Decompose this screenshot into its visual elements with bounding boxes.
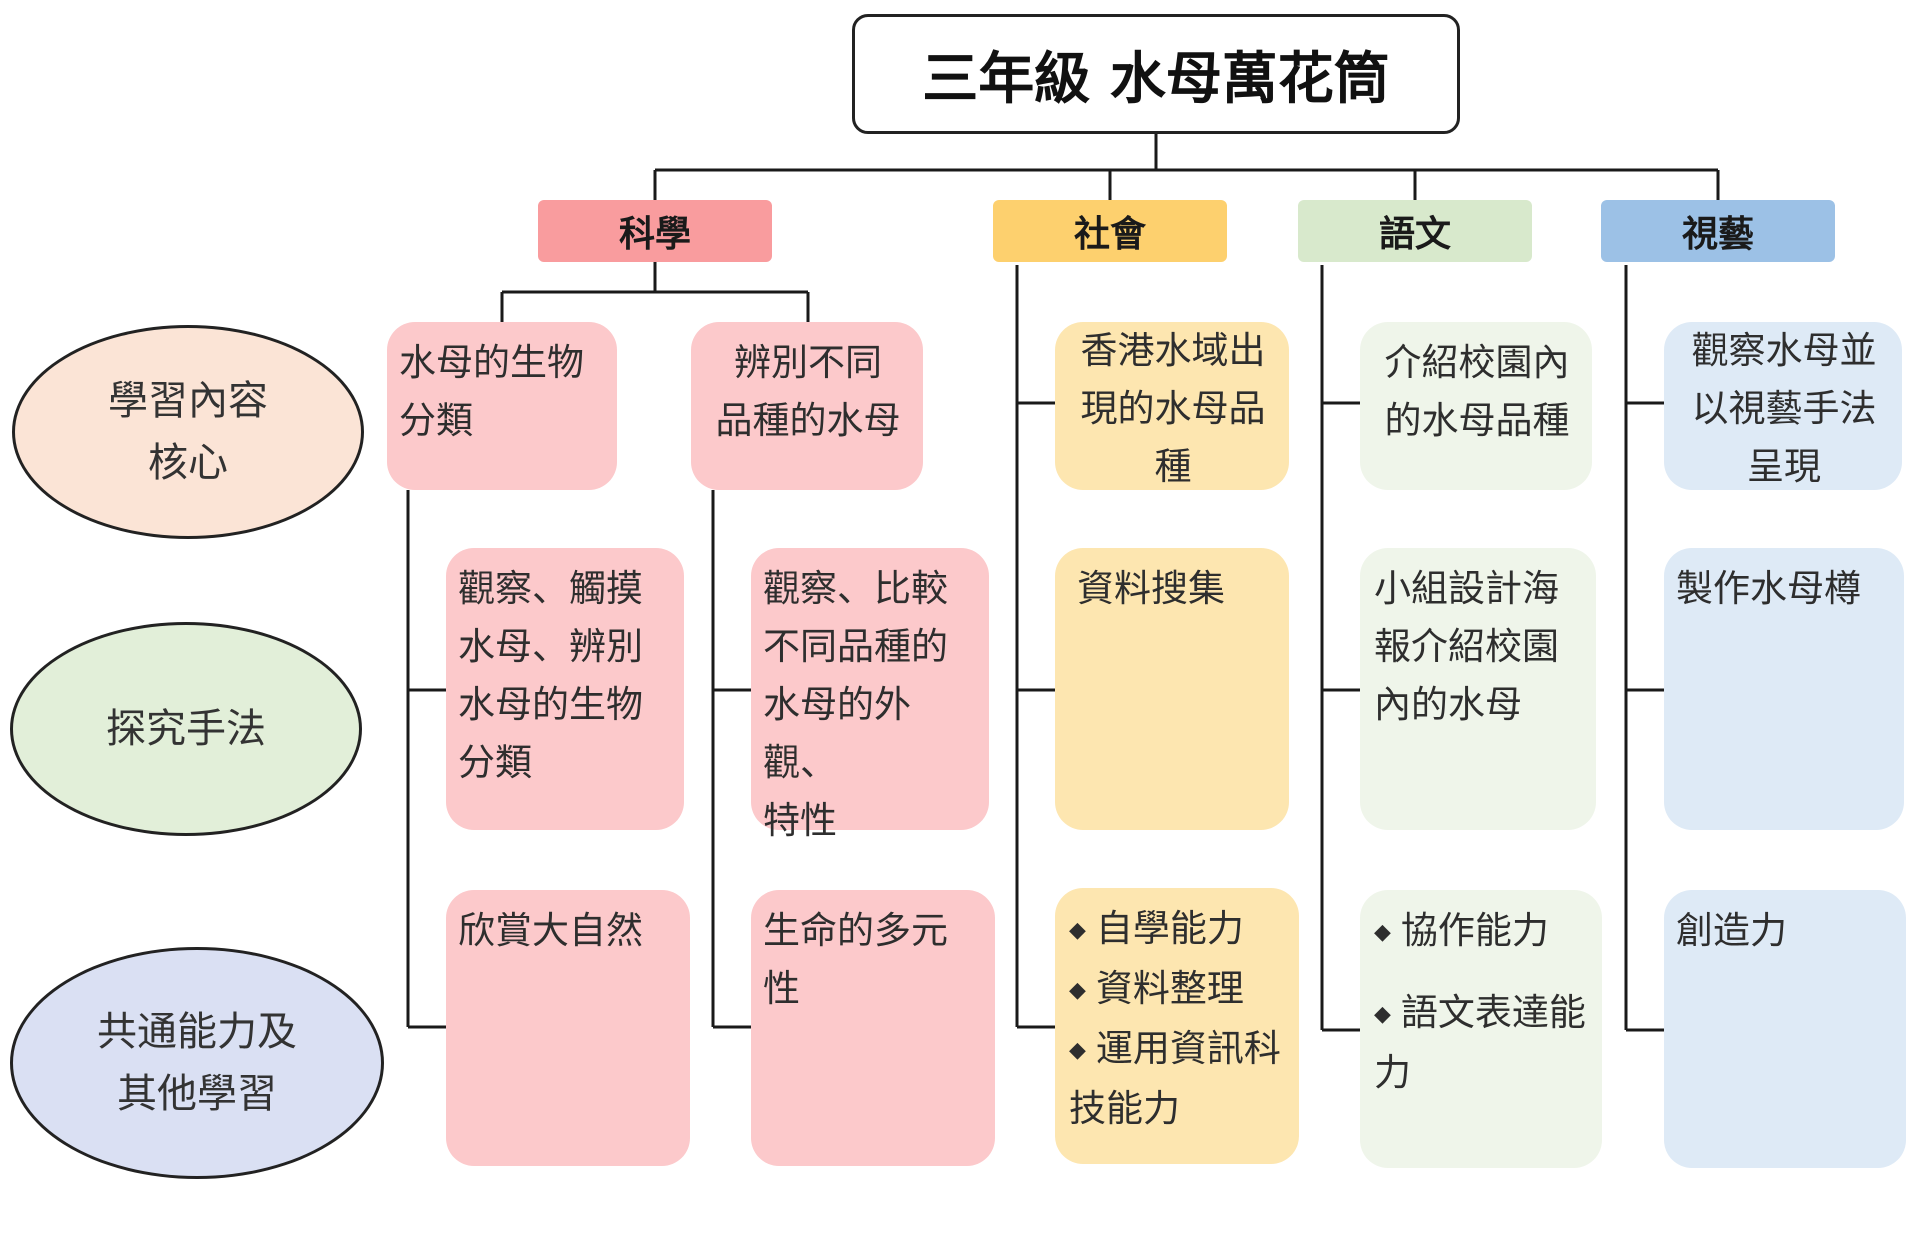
language-core-box: 介紹校園內的水母品種: [1360, 322, 1592, 490]
social-core-box: 香港水域出現的水母品種: [1055, 322, 1289, 490]
science-method-box-1: 觀察、觸摸水母、辨別水母的生物分類: [446, 548, 684, 830]
science-core-box-1: 水母的生物分類: [387, 322, 617, 490]
category-language: 語文: [1298, 200, 1532, 262]
category-social: 社會: [993, 200, 1227, 262]
diagram-title: 三年級 水母萬花筒: [852, 14, 1460, 134]
science-common-box-1: 欣賞大自然: [446, 890, 690, 1166]
row-label-method: 探究手法: [10, 622, 362, 836]
arts-common-box: 創造力: [1664, 890, 1906, 1168]
category-arts: 視藝: [1601, 200, 1835, 262]
diamond-bullet-icon: ◆: [1374, 920, 1391, 945]
diamond-bullet-icon: ◆: [1374, 1002, 1391, 1027]
category-science: 科學: [538, 200, 772, 262]
row-label-core: 學習內容核心: [12, 325, 364, 539]
social-common-box: ◆自學能力 ◆資料整理 ◆運用資訊科 技能力: [1055, 888, 1299, 1164]
language-method-box: 小組設計海報介紹校園內的水母: [1360, 548, 1596, 830]
diamond-bullet-icon: ◆: [1069, 918, 1086, 943]
row-label-common: 共通能力及其他學習: [10, 947, 384, 1179]
arts-core-box: 觀察水母並以視藝手法呈現: [1664, 322, 1902, 490]
arts-method-box: 製作水母樽: [1664, 548, 1904, 830]
social-common-item-2: ◆資料整理: [1069, 967, 1244, 1010]
language-common-item-1: ◆協作能力: [1374, 909, 1549, 952]
language-common-item-2-cont: 力: [1374, 1051, 1411, 1094]
social-common-item-1: ◆自學能力: [1069, 907, 1244, 950]
diamond-bullet-icon: ◆: [1069, 1038, 1086, 1063]
social-common-item-3: ◆運用資訊科: [1069, 1027, 1281, 1070]
science-method-box-2: 觀察、比較不同品種的水母的外觀、特性: [751, 548, 989, 842]
social-method-box: 資料搜集: [1055, 548, 1289, 830]
science-core-box-2: 辨別不同品種的水母: [691, 322, 923, 490]
diamond-bullet-icon: ◆: [1069, 978, 1086, 1003]
language-common-item-2: ◆語文表達能: [1374, 991, 1586, 1034]
language-common-box: ◆協作能力 ◆語文表達能 力: [1360, 890, 1602, 1168]
science-common-box-2: 生命的多元性: [751, 890, 995, 1166]
social-common-item-3-cont: 技能力: [1069, 1087, 1180, 1130]
